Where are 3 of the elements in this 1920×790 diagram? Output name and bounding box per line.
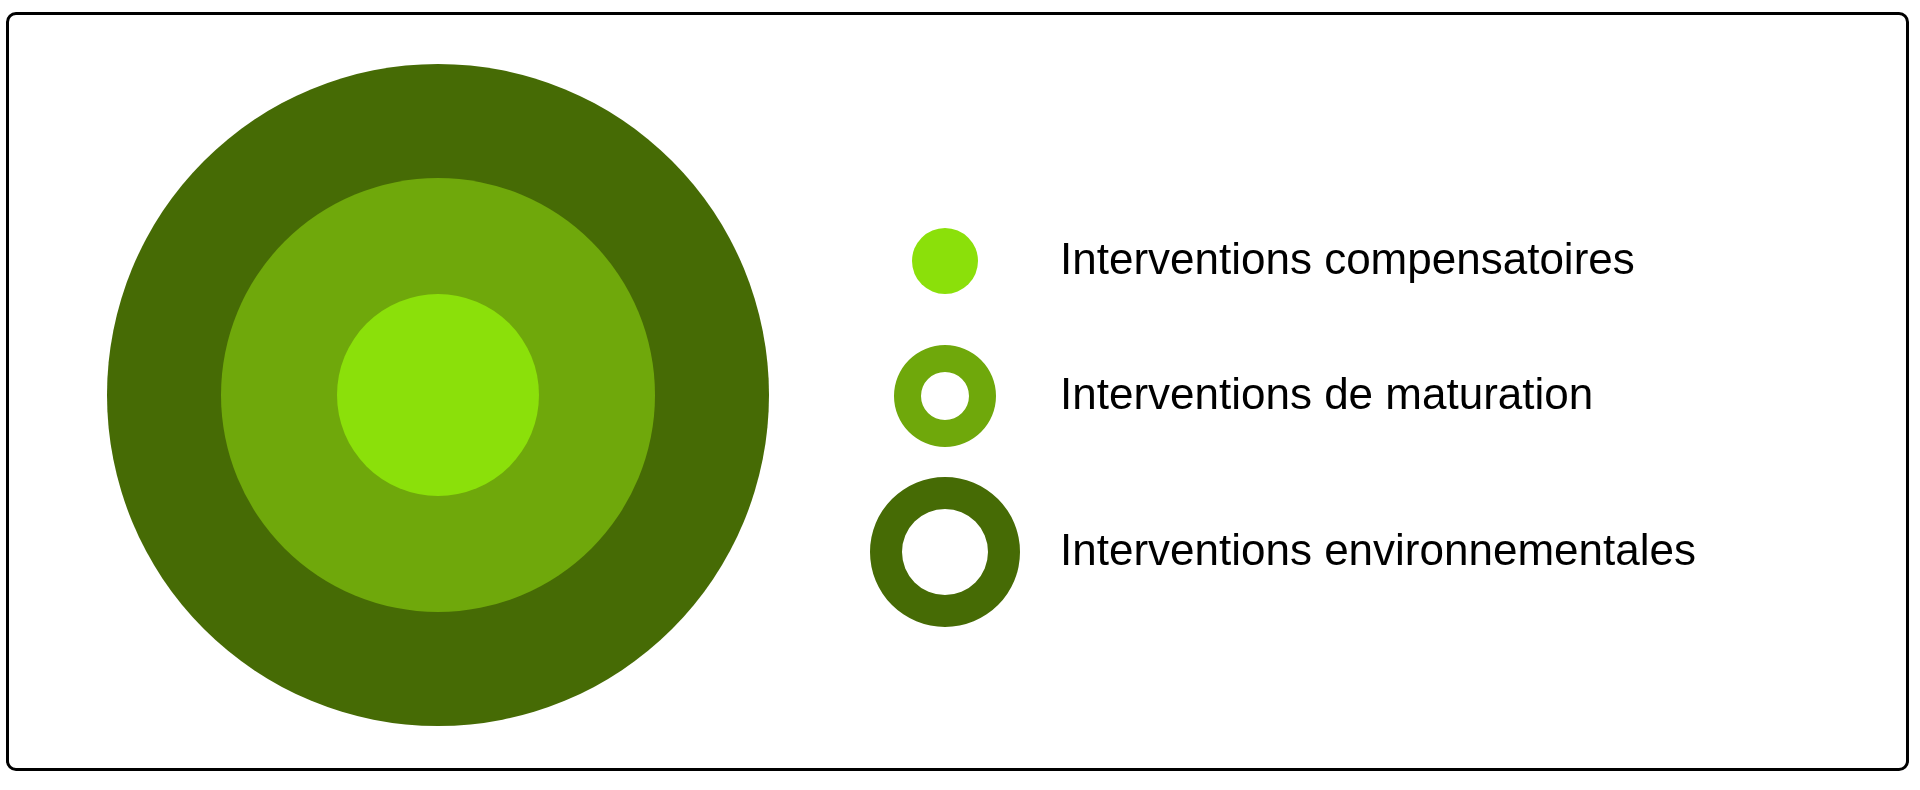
legend-label: Interventions de maturation <box>1060 372 1594 416</box>
legend-label: Interventions environnementales <box>1060 528 1696 572</box>
legend-label: Interventions compensatoires <box>1060 237 1635 281</box>
